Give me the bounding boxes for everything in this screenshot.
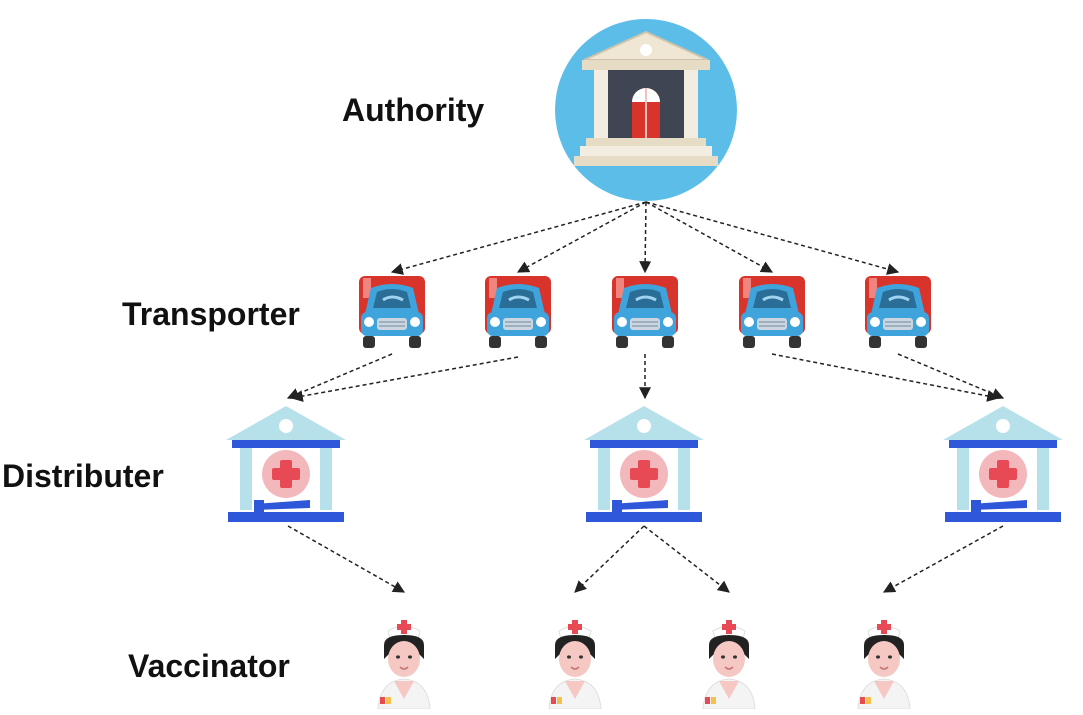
distributer-to-vaccinator-arrow-12 (574, 525, 645, 593)
transporter-to-distributer-arrow-6 (286, 353, 393, 400)
distributer-node-3 (943, 406, 1063, 522)
authority-to-transporter-arrow-3 (639, 201, 652, 274)
distributer-to-vaccinator-arrow-14 (882, 525, 1004, 593)
transporter-to-distributer-arrow-9 (771, 353, 1000, 402)
distributer-to-vaccinator-arrow-11 (287, 525, 406, 593)
distributer-node-2 (584, 406, 704, 522)
authority-node-1 (554, 18, 738, 202)
authority-to-transporter-arrow-2 (516, 201, 647, 273)
vaccinator-node-2 (548, 619, 602, 709)
authority-to-transporter-arrow-4 (645, 201, 774, 273)
transporter-node-2 (483, 274, 553, 350)
distributer-node-1 (226, 406, 346, 522)
vaccinator-node-3 (702, 619, 756, 709)
vaccinator-label: Vaccinator (128, 648, 290, 684)
transporter-to-distributer-arrow-7 (290, 356, 519, 402)
distributer-label: Distributer (2, 458, 164, 494)
vaccinator-node-4 (857, 619, 911, 709)
transporter-to-distributer-arrow-10 (897, 353, 1005, 400)
authority-to-transporter-arrow-5 (645, 201, 900, 275)
distributer-to-vaccinator-arrow-13 (643, 525, 730, 593)
diagram-edges (286, 201, 1005, 593)
authority-to-transporter-arrow-1 (390, 201, 647, 275)
transporter-node-1 (357, 274, 427, 350)
transporter-label: Transporter (122, 296, 300, 332)
authority-label: Authority (342, 92, 485, 128)
vaccinator-node-1 (377, 619, 431, 709)
transporter-node-5 (863, 274, 933, 350)
transporter-node-4 (737, 274, 807, 350)
transporter-node-3 (610, 274, 680, 350)
